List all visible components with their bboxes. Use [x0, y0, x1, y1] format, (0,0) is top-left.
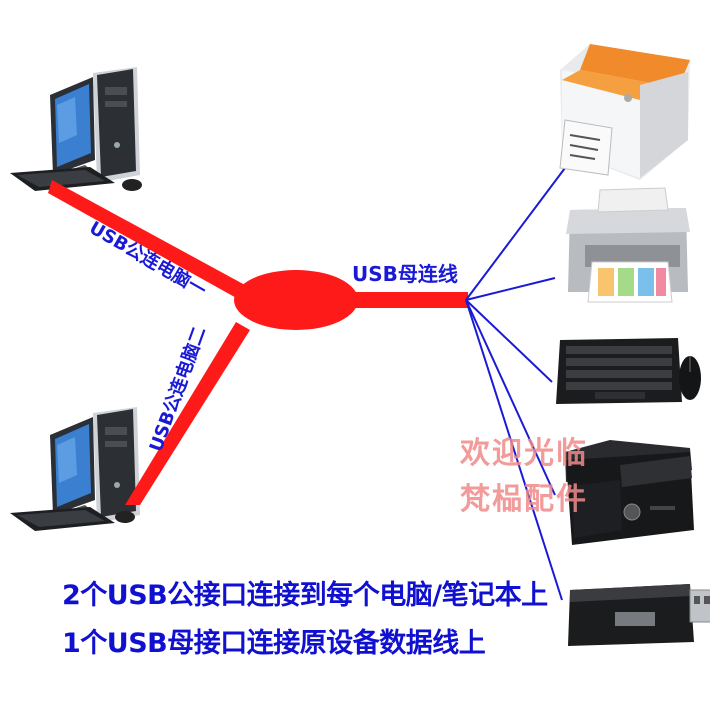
usb-y-cable [48, 180, 468, 505]
cable-branch-2 [125, 322, 250, 505]
line-to-usb-drive [465, 299, 563, 601]
watermark-line-1: 欢迎光临 [460, 436, 588, 471]
desktop-computer-icon [10, 67, 142, 191]
keyboard-mouse-icon [556, 338, 701, 404]
connection-lines [465, 167, 566, 601]
inkjet-printer-icon [566, 187, 690, 303]
line-to-label-printer [465, 167, 566, 301]
female-cable-label: USB母连线 [352, 262, 458, 286]
line-to-inkjet-printer [465, 277, 556, 301]
cable-junction [234, 270, 358, 330]
laser-printer-icon [565, 440, 694, 545]
usb-flash-drive-icon [568, 584, 710, 646]
cable-branch-1 [48, 180, 245, 300]
watermark-line-2: 梵榀配件 [460, 482, 588, 517]
caption-line-2: 1个USB母接口连接原设备数据线上 [62, 628, 486, 659]
desktop-computer-icon [10, 407, 140, 531]
label-printer-icon [559, 44, 690, 180]
caption-line-1: 2个USB公接口连接到每个电脑/笔记本上 [62, 580, 548, 611]
cable-female [330, 292, 468, 308]
line-to-keyboard [465, 299, 553, 383]
line-to-laser-printer [465, 299, 556, 496]
